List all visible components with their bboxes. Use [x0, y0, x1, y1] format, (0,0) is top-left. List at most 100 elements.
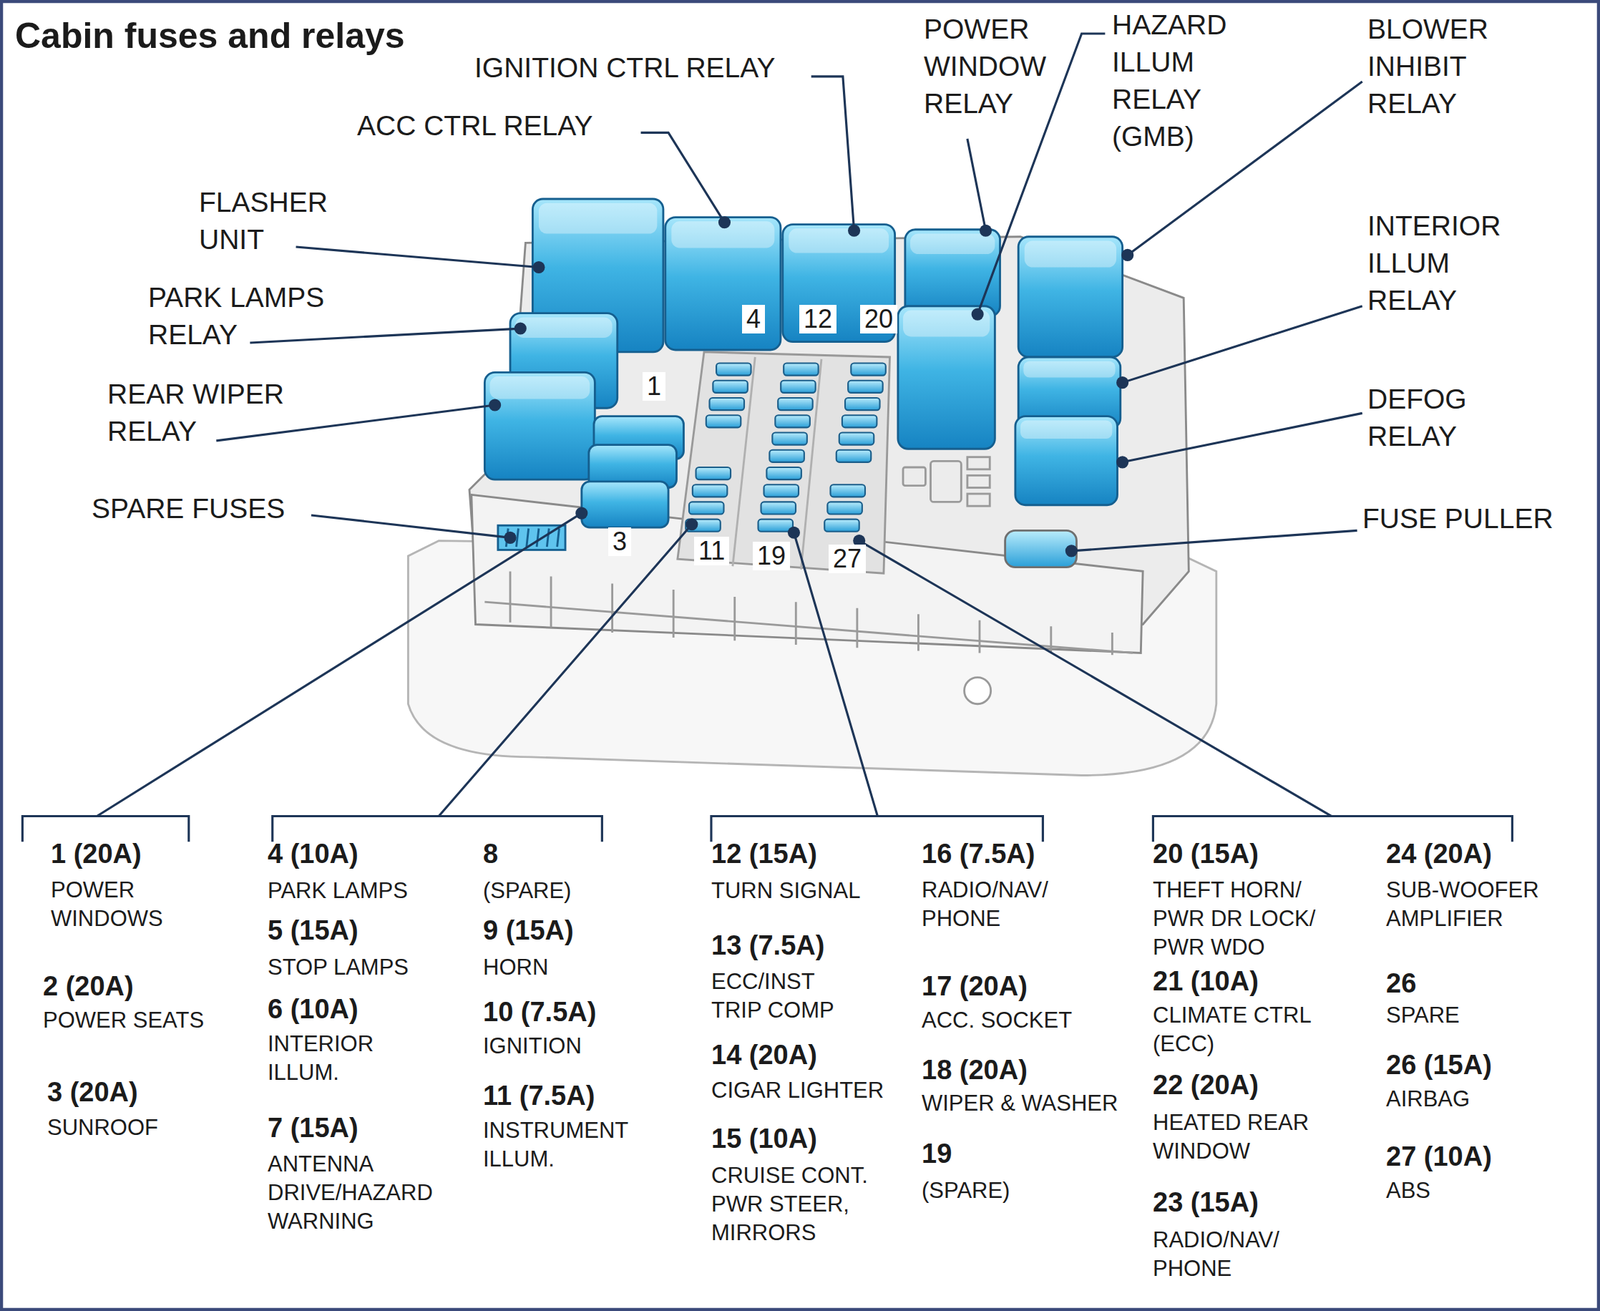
- fuse-panel: [677, 352, 891, 574]
- fuse-rating: 5 (15A): [267, 914, 359, 946]
- relay-label: DEFOG RELAY: [1367, 380, 1482, 456]
- blade-fuse: [772, 432, 807, 445]
- fuse-circuit: INTERIOR ILLUM.: [267, 1029, 390, 1087]
- callout-number: 1: [642, 372, 666, 401]
- fuse-rating: 23 (15A): [1152, 1186, 1259, 1218]
- blade-fuse: [842, 415, 877, 428]
- blade-fuse: [824, 519, 859, 532]
- fuse-circuit: IGNITION: [483, 1031, 582, 1061]
- blade-fuse: [764, 484, 799, 497]
- fuse-rating: 17 (20A): [921, 970, 1028, 1002]
- fuse-rating: 27 (10A): [1386, 1140, 1492, 1173]
- blade-fuse: [761, 501, 796, 514]
- blade-fuse: [706, 415, 741, 428]
- fuse-rating: 10 (7.5A): [483, 996, 597, 1028]
- fuse-rating: 2 (20A): [42, 970, 134, 1002]
- blower-inhibit-relay: [1018, 236, 1123, 358]
- fuse-rating: 16 (7.5A): [921, 837, 1035, 870]
- mount-hole: [964, 677, 992, 705]
- relay-label: INTERIOR ILLUM RELAY: [1367, 207, 1511, 320]
- relay-label: POWER WINDOW RELAY: [923, 10, 1060, 123]
- fuse-rating: 9 (15A): [483, 914, 574, 946]
- blade-fuse: [692, 484, 728, 497]
- callout-number: 11: [694, 536, 730, 566]
- fuse-circuit: AIRBAG: [1386, 1084, 1470, 1114]
- fuse-rating: 21 (10A): [1152, 965, 1259, 997]
- relay-label: PARK LAMPS RELAY: [148, 279, 342, 354]
- relay-label: ACC CTRL RELAY: [357, 107, 593, 145]
- fuse-circuit: HORN: [483, 953, 549, 982]
- blade-fuse: [716, 363, 751, 376]
- fuse-rating: 11 (7.5A): [483, 1079, 595, 1112]
- relay-label: FUSE PULLER: [1362, 500, 1554, 538]
- blade-fuse: [780, 380, 816, 393]
- fuse-rating: 8: [483, 837, 499, 870]
- fuse-circuit: ECC/INST TRIP COMP: [711, 967, 844, 1025]
- fuse-rating: 24 (20A): [1386, 837, 1492, 870]
- blade-fuse: [827, 501, 862, 514]
- fuse-circuit: ABS: [1386, 1176, 1431, 1206]
- fuse-rating: 4 (10A): [267, 837, 359, 870]
- fuse-circuit: SPARE: [1386, 1001, 1460, 1030]
- blade-fuse: [709, 397, 745, 411]
- fuse-rows: [685, 363, 886, 532]
- fuse-rating: 6 (10A): [267, 993, 359, 1025]
- fuse-circuit: POWER SEATS: [42, 1006, 204, 1035]
- fuse-rating: 26: [1386, 967, 1417, 999]
- fuse-circuit: CRUISE CONT. PWR STEER, MIRRORS: [711, 1161, 880, 1248]
- relay-label: REAR WIPER RELAY: [107, 375, 301, 451]
- maxi-fuse: [581, 481, 669, 528]
- blade-fuse: [830, 484, 865, 497]
- fuse-circuit: TURN SIGNAL: [711, 876, 861, 906]
- blade-fuse: [766, 467, 801, 480]
- rear-wiper-relay: [484, 372, 595, 480]
- blade-fuse: [696, 467, 731, 480]
- empty-relay-sockets: [903, 457, 990, 506]
- fuse-rating: 14 (20A): [711, 1038, 818, 1071]
- callout-number: 3: [608, 527, 632, 556]
- fuse-circuit: PARK LAMPS: [267, 876, 408, 906]
- leader-dots: [488, 216, 1134, 557]
- fuse-rating: 19: [921, 1137, 952, 1170]
- acc-ctrl-relay: [665, 217, 781, 350]
- callout-number: 20: [860, 304, 898, 334]
- diagram-title: Cabin fuses and relays: [15, 14, 406, 58]
- fuse-circuit: WIPER & WASHER: [921, 1089, 1118, 1118]
- relay-label: SPARE FUSES: [91, 490, 285, 528]
- fuse-circuit: CLIMATE CTRL (ECC): [1152, 1001, 1325, 1059]
- fuse-circuit: (SPARE): [483, 876, 572, 906]
- relay-highlights: [489, 203, 1117, 439]
- fuse-circuit: INSTRUMENT ILLUM.: [483, 1116, 637, 1174]
- blade-fuse: [836, 450, 871, 463]
- fuse-circuit: THEFT HORN/ PWR DR LOCK/ PWR WDO: [1152, 875, 1339, 962]
- callout-number: 12: [799, 304, 837, 334]
- fuse-circuit: SUNROOF: [47, 1113, 159, 1143]
- relays: [484, 198, 1123, 528]
- fuse-circuit: RADIO/NAV/ PHONE: [921, 875, 1058, 934]
- fuse-circuit: STOP LAMPS: [267, 953, 409, 982]
- fuse-circuit: HEATED REAR WINDOW: [1152, 1108, 1321, 1166]
- defog-relay: [1015, 416, 1118, 506]
- fuse-rating: 12 (15A): [711, 837, 818, 870]
- blade-fuse: [839, 432, 874, 445]
- fuse-rating: 7 (15A): [267, 1111, 359, 1144]
- fuse-circuit: ACC. SOCKET: [921, 1006, 1072, 1035]
- fuse-circuit: RADIO/NAV/ PHONE: [1152, 1225, 1289, 1284]
- blade-fuse: [712, 380, 748, 393]
- callout-number: 4: [742, 304, 765, 334]
- fuse-rating: 22 (20A): [1152, 1069, 1259, 1101]
- leader-lines: [22, 33, 1512, 842]
- blade-fuse: [847, 380, 883, 393]
- blade-fuse: [769, 450, 804, 463]
- relay-label: BLOWER INHIBIT RELAY: [1367, 10, 1504, 123]
- fuse-circuit: CIGAR LIGHTER: [711, 1076, 884, 1105]
- blade-fuse: [783, 363, 818, 376]
- power-window-relay: [905, 229, 1001, 317]
- blade-fuse: [774, 415, 810, 428]
- fuse-rating: 15 (10A): [711, 1122, 818, 1155]
- blade-fuse: [850, 363, 886, 376]
- fuse-circuit: (SPARE): [921, 1176, 1010, 1206]
- relay-label: IGNITION CTRL RELAY: [474, 49, 775, 87]
- fuse-circuit: POWER WINDOWS: [50, 875, 173, 934]
